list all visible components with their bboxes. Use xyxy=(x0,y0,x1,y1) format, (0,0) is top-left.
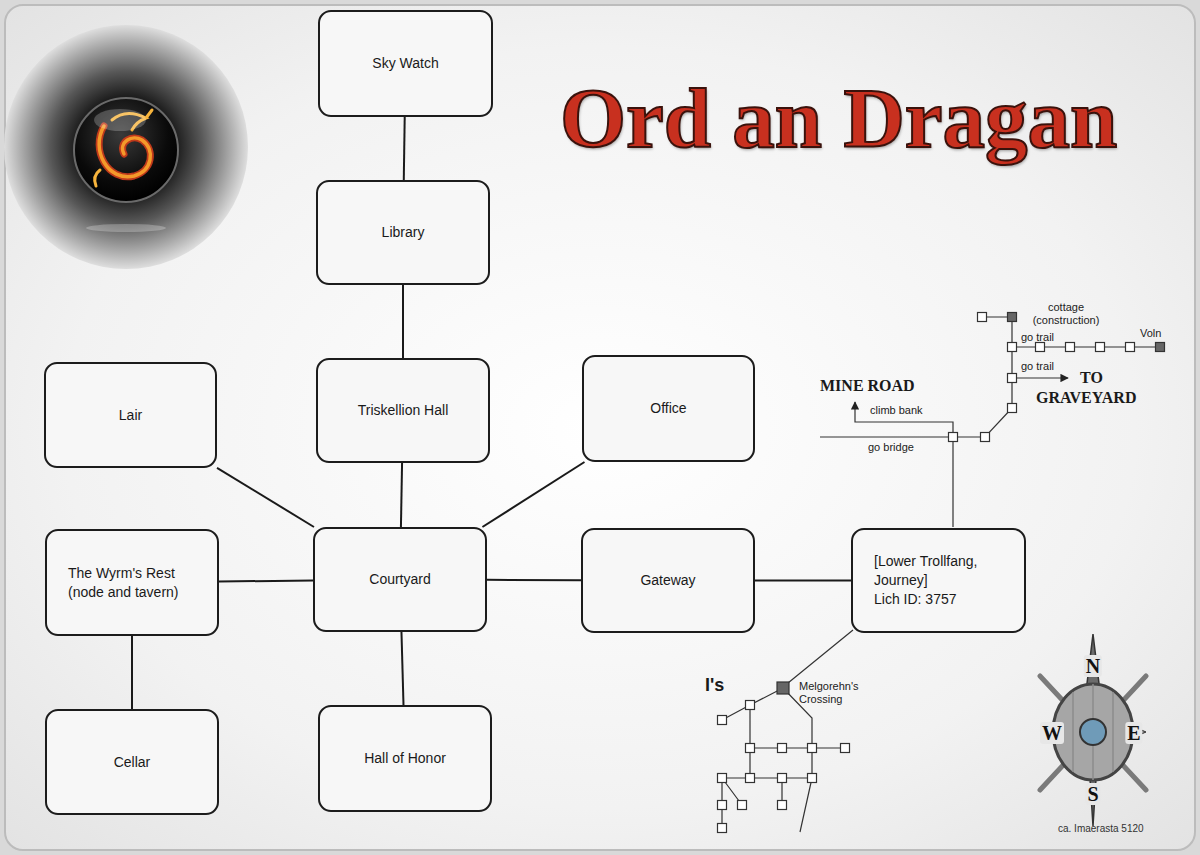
map-room-marked xyxy=(1008,313,1017,322)
map-title: Ord an Dragan xyxy=(560,72,1117,166)
map-label: go trail xyxy=(1021,360,1054,373)
room-box: Office xyxy=(582,355,755,462)
dragon-emblem xyxy=(99,126,150,177)
room-name: The Wyrm's Rest (node and tavern) xyxy=(68,564,203,602)
room-name: Hall of Honor xyxy=(364,749,446,768)
compass-letter: S xyxy=(1085,783,1100,805)
map-room xyxy=(949,433,958,442)
map-room xyxy=(1036,343,1045,352)
map-room-marked xyxy=(777,682,789,694)
trail-lines xyxy=(722,630,853,832)
map-room xyxy=(746,774,755,783)
map-room xyxy=(738,801,747,810)
compass-letter: N xyxy=(1084,655,1102,677)
compass-letter: W xyxy=(1040,722,1064,744)
map-room xyxy=(718,824,727,833)
room-name: Cellar xyxy=(114,753,151,772)
dragon-orb xyxy=(4,25,248,269)
orb-ball xyxy=(74,98,178,202)
mini-map xyxy=(718,313,1165,833)
room-name: Lair xyxy=(119,406,142,425)
map-label: cottage (construction) xyxy=(1022,301,1110,327)
map-room xyxy=(808,744,817,753)
map-room xyxy=(778,801,787,810)
compass-rose xyxy=(1040,634,1146,826)
room-name: Lich ID: 3757 xyxy=(874,590,957,609)
room-name: Office xyxy=(650,399,686,418)
connector xyxy=(401,632,403,705)
orb-halo xyxy=(4,25,248,269)
room-box: Cellar xyxy=(45,709,219,815)
map-room xyxy=(778,744,787,753)
map-label: go bridge xyxy=(868,441,914,454)
dragon-emblem xyxy=(99,126,150,177)
connector xyxy=(487,579,581,581)
map-room xyxy=(1008,374,1017,383)
room-box: Sky Watch xyxy=(318,10,493,117)
map-room xyxy=(808,774,817,783)
connector xyxy=(403,117,406,180)
connector xyxy=(131,636,133,709)
map-room xyxy=(1008,404,1017,413)
map-label: TO GRAVEYARD xyxy=(1036,368,1158,408)
map-label: MINE ROAD xyxy=(820,376,915,396)
shield-planks xyxy=(1073,684,1113,780)
map-room xyxy=(1126,343,1135,352)
room-box: [Lower Trollfang, Journey]Lich ID: 3757 xyxy=(851,528,1026,633)
date-note: ca. Imaerasta 5120 xyxy=(1058,823,1144,835)
room-box: Library xyxy=(316,180,490,285)
room-box: The Wyrm's Rest (node and tavern) xyxy=(45,529,219,636)
map-room xyxy=(718,716,727,725)
orb-reflection xyxy=(86,224,166,232)
map-room xyxy=(778,774,787,783)
room-box: Lair xyxy=(44,362,217,468)
map-room xyxy=(1096,343,1105,352)
sword xyxy=(1040,676,1146,790)
sword xyxy=(1040,676,1146,790)
room-box: Triskellion Hall xyxy=(316,358,490,463)
map-ground xyxy=(5,5,1195,850)
room-name: Gateway xyxy=(640,571,695,590)
orb-highlight xyxy=(94,109,146,131)
room-box: Gateway xyxy=(581,528,755,633)
map-room xyxy=(746,701,755,710)
shield-boss xyxy=(1080,719,1106,745)
room-name: Courtyard xyxy=(369,570,430,589)
map-label: I's xyxy=(705,675,724,697)
map-room-marked xyxy=(1156,343,1165,352)
connector xyxy=(217,468,314,527)
room-name: Triskellion Hall xyxy=(358,401,449,420)
map-label: Melgorehn's Crossing xyxy=(799,680,877,706)
map-room xyxy=(1066,343,1075,352)
exit-arrow xyxy=(855,402,953,437)
room-name: Library xyxy=(382,223,425,242)
map-label: climb bank xyxy=(870,404,923,417)
connector xyxy=(219,580,313,581)
room-box: Hall of Honor xyxy=(318,705,492,812)
room-name: Sky Watch xyxy=(372,54,438,73)
dragon-emblem xyxy=(95,110,152,186)
trail-lines xyxy=(820,317,1160,527)
exit-arrow xyxy=(1017,377,1068,378)
connector xyxy=(401,463,402,527)
map-room xyxy=(981,433,990,442)
connector xyxy=(755,580,851,582)
connector xyxy=(402,285,404,358)
connector xyxy=(482,462,584,527)
map-room xyxy=(718,774,727,783)
map-room xyxy=(746,744,755,753)
map-room xyxy=(1008,343,1017,352)
map-label: Voln xyxy=(1140,327,1161,340)
compass-letter: E xyxy=(1125,722,1142,744)
shield xyxy=(1053,684,1133,780)
map-label: go trail xyxy=(1021,331,1054,344)
map-room xyxy=(718,801,727,810)
room-box: Courtyard xyxy=(313,527,487,632)
map-room xyxy=(978,313,987,322)
map-room xyxy=(841,744,850,753)
room-name: [Lower Trollfang, Journey] xyxy=(874,552,1010,590)
